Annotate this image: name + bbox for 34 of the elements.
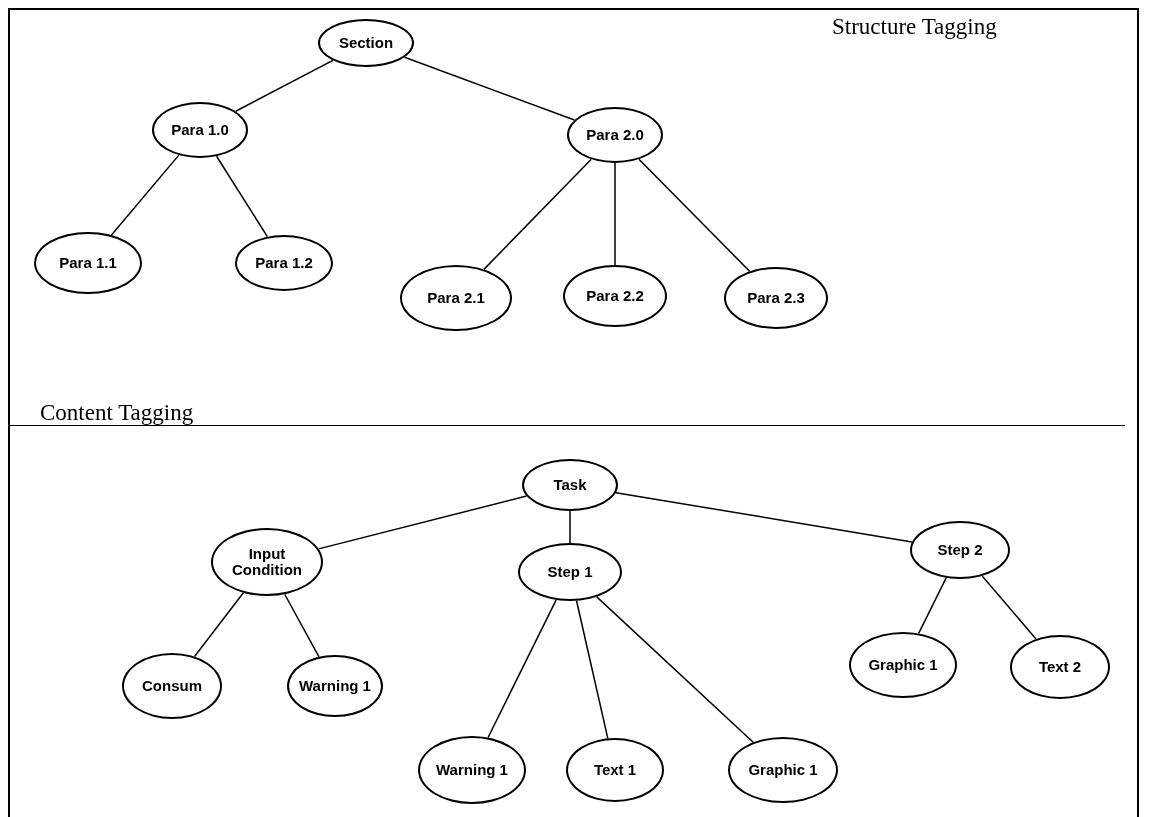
connector-line <box>569 510 571 544</box>
connector-line <box>283 593 320 658</box>
node-label: Input Condition <box>231 545 303 579</box>
node-label: Task <box>553 476 587 494</box>
node-label: Para 2.3 <box>747 289 805 307</box>
node-label: Para 2.0 <box>586 126 644 144</box>
node-label: Para 1.2 <box>255 254 313 272</box>
connector-line <box>917 577 947 635</box>
connector-line <box>487 599 557 739</box>
node-label: Step 1 <box>547 563 593 581</box>
node-label: Text 2 <box>1038 658 1082 676</box>
connector-line <box>614 162 616 266</box>
node-label: Graphic 1 <box>748 761 818 779</box>
node-label: Para 2.1 <box>427 289 485 307</box>
node-label: Warning 1 <box>436 761 508 779</box>
connector-line <box>575 600 609 740</box>
node-label: Para 1.0 <box>171 121 229 139</box>
node-label: Consum <box>142 677 202 695</box>
node-label: Step 2 <box>937 541 983 559</box>
node-label: Section <box>338 34 394 52</box>
connector-line <box>615 491 913 543</box>
connector-line <box>596 596 754 743</box>
section-heading: Structure Tagging <box>832 14 997 40</box>
connector-line <box>215 155 269 238</box>
connector-line <box>234 59 334 113</box>
node-label: Warning 1 <box>299 677 371 695</box>
node-label: Text 1 <box>593 761 637 779</box>
ellipse-node <box>318 19 414 67</box>
connector-line <box>317 495 528 550</box>
ellipse-node <box>152 102 248 158</box>
node-label: Para 2.2 <box>586 287 644 305</box>
node-label: Graphic 1 <box>868 656 938 674</box>
node-label: Para 1.1 <box>59 254 117 272</box>
section-heading: Content Tagging <box>40 400 194 426</box>
